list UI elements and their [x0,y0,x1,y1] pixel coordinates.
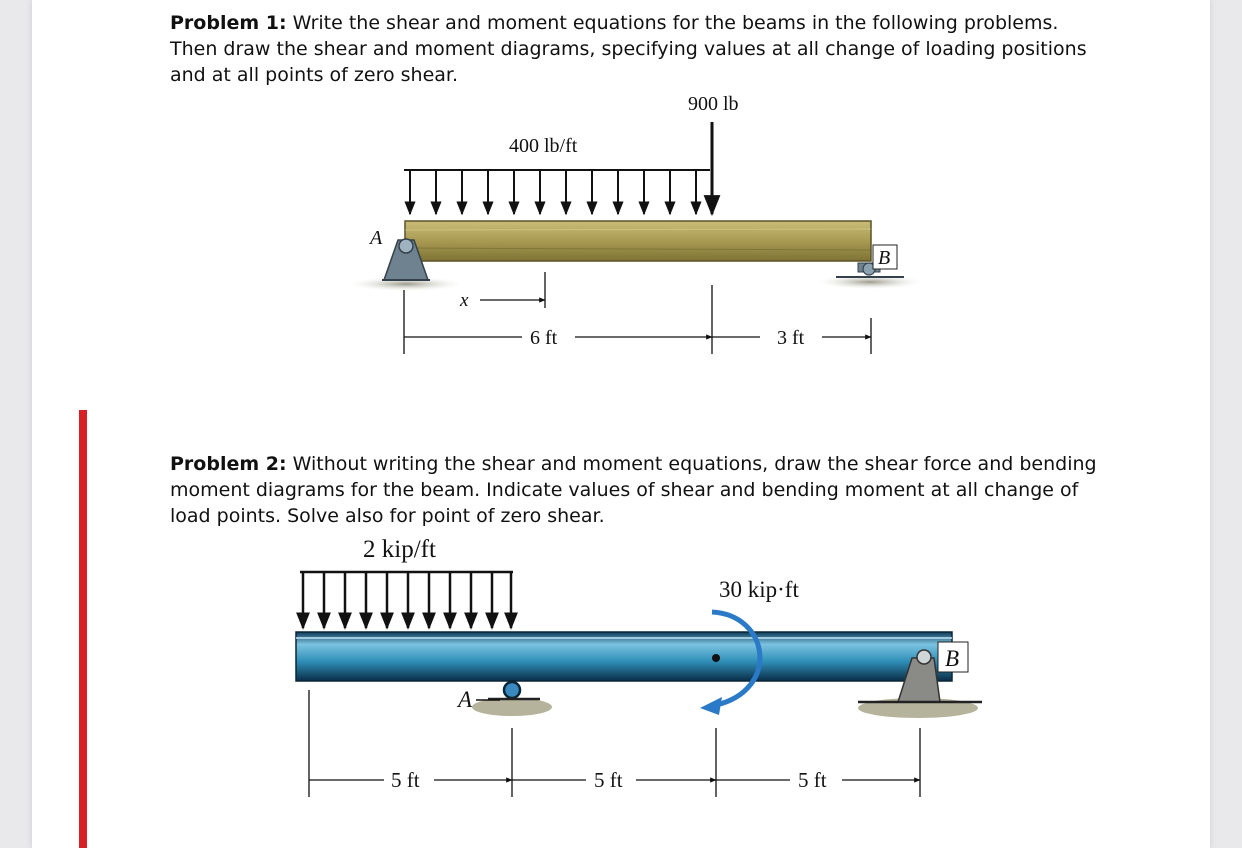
roller-support-a [472,680,552,716]
couple-point [712,654,720,662]
point-load-label: 900 lb [688,93,739,115]
couple-moment-arrow [711,609,763,708]
problem-2-text: Without writing the shear and moment equ… [170,453,1097,527]
pin-support-b2 [858,649,982,718]
problem-2-label: Problem 2: [170,453,287,475]
distributed-load-2-arrows [296,570,518,630]
steel-beam [295,631,953,682]
support-b-label: B [878,247,890,269]
problem-1-statement: Problem 1: Write the shear and moment eq… [170,10,1110,88]
problem-1-label: Problem 1: [170,12,287,34]
document-page [32,0,1210,848]
dimension-5ft-2: 5 ft [594,768,623,792]
problem-1-dimensions [403,272,872,354]
pin-support-a [350,238,462,291]
support-b2-label: B [945,646,959,671]
dimension-3ft: 3 ft [777,327,805,349]
problem-2-statement: Problem 2: Without writing the shear and… [170,451,1110,529]
problem-1-text: Write the shear and moment equations for… [170,12,1087,86]
distributed-load-label: 400 lb/ft [509,135,578,157]
distributed-load-2-label: 2 kip/ft [363,536,436,563]
distributed-load-arrows [404,169,710,216]
dimension-6ft: 6 ft [530,327,558,349]
x-coordinate-label: x [459,290,469,311]
wood-beam [404,220,872,262]
dimension-5ft-1: 5 ft [391,768,420,792]
dimension-5ft-3: 5 ft [798,768,827,792]
support-a2-label: A [456,687,473,712]
couple-label: 30 kip·ft [719,577,799,602]
red-margin-bar [79,410,87,848]
support-a-label: A [368,227,383,249]
roller-support-b [818,262,922,289]
problem-2-dimensions [308,690,921,797]
